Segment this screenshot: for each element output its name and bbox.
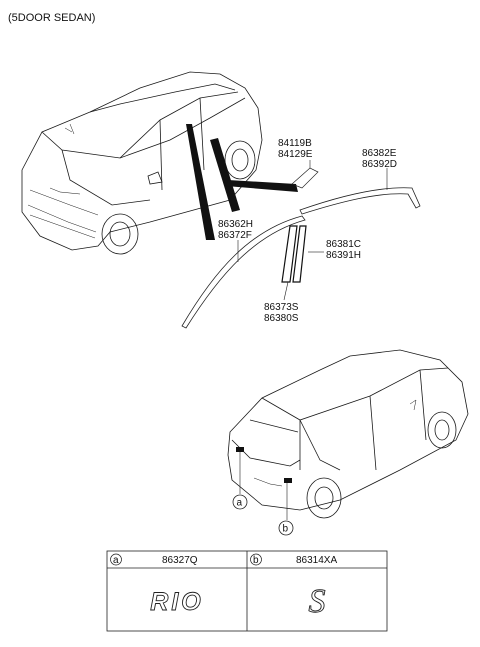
part-84119b-shape [291,167,319,189]
callout-markers [232,452,294,536]
callout-a-letter: a [237,498,243,509]
table-a-part-number: 86327Q [162,555,198,566]
table-a-letter: a [113,555,119,566]
callout-b-circle [278,520,294,536]
roof-moulding-parts [181,187,421,329]
table-b-part-number: 86314XA [296,555,337,566]
label-86372f: 86372F [218,230,252,241]
emblem-table [106,550,388,632]
label-86373s: 86373S [264,302,299,313]
label-86362h: 86362H [218,219,253,230]
label-86391h: 86391H [326,250,361,261]
pillar-strips [281,225,307,283]
front-car-illustration [21,71,263,255]
emblem-s: S [309,583,326,620]
label-86382e: 86382E [362,148,397,159]
label-84119b: 84119B [278,138,312,149]
header-text: (5DOOR SEDAN) [8,12,95,24]
emblem-rio: RIO [150,588,203,616]
callout-b-letter: b [283,524,289,535]
label-86380s: 86380S [264,313,299,324]
label-86392d: 86392D [362,159,397,170]
table-b-letter: b [253,555,259,566]
label-84129e: 84129E [278,149,313,160]
label-86381c: 86381C [326,239,361,250]
pointer-wedges [186,124,298,240]
rear-car-illustration [227,349,469,519]
leader-lines [237,160,388,301]
callout-a-circle [232,494,248,510]
